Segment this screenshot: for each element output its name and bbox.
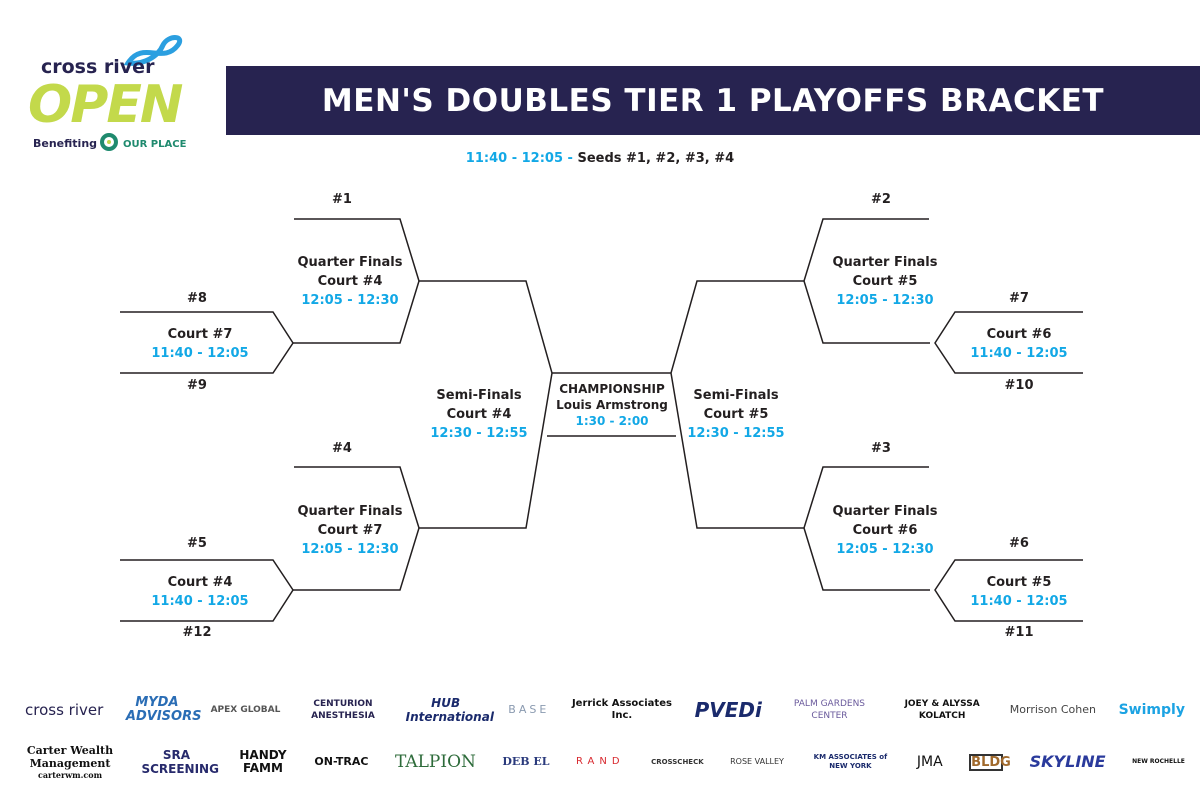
sponsor-logo: PVEDi	[694, 698, 762, 722]
seed-5: #5	[187, 536, 207, 551]
subtitle-time: 11:40 - 12:05 -	[465, 151, 573, 166]
event-logo: cross river OPEN Benefiting OUR PLACE	[28, 35, 188, 155]
seed-7: #7	[1009, 291, 1029, 306]
sponsor-logo: ON-TRAC	[314, 755, 369, 768]
sponsor-logo: CENTURION ANESTHESIA	[311, 699, 375, 721]
logo-charity: OUR PLACE	[123, 139, 187, 150]
seed-4: #4	[332, 441, 352, 456]
sponsor-row-2: Carter Wealth Management carterwm.com SR…	[25, 738, 1185, 786]
sponsor-logo: JOEY & ALYSSA KOLATCH	[904, 699, 980, 721]
logo-benefiting: Benefiting	[33, 137, 98, 150]
sponsor-logo: Swimply	[1118, 702, 1185, 718]
sponsor-logo: HUB International	[405, 696, 494, 724]
sponsor-logo: DEB EL	[502, 755, 550, 768]
sponsor-logo: RAND	[576, 756, 625, 767]
sponsor-logo: CROSSCHECK	[651, 758, 704, 766]
page-title: MEN'S DOUBLES TIER 1 PLAYOFFS BRACKET	[226, 66, 1200, 135]
seed-8: #8	[187, 291, 207, 306]
sponsor-logo: BLDG	[969, 753, 1011, 771]
sponsor-row-1: cross river MYDA ADVISORS APEX GLOBAL CE…	[25, 690, 1185, 730]
logo-event: OPEN	[28, 75, 183, 135]
seed-12: #12	[182, 625, 212, 640]
seed-9: #9	[187, 378, 207, 393]
our-place-icon	[100, 133, 118, 151]
subtitle: 11:40 - 12:05 - Seeds #1, #2, #3, #4	[0, 151, 1200, 166]
sponsor-carter: Carter Wealth Management carterwm.com	[25, 744, 115, 780]
sponsor-logo: carterwm.com	[37, 770, 103, 780]
infinity-swoosh-icon	[123, 35, 183, 66]
sponsor-logo: Jerrick Associates Inc.	[571, 698, 672, 721]
sponsor-logo: Morrison Cohen	[1009, 703, 1096, 716]
right-bracket	[670, 218, 1083, 622]
subtitle-text: Seeds #1, #2, #3, #4	[577, 151, 735, 166]
sponsor-logo: NEW ROCHELLE	[1132, 758, 1185, 765]
logo-brand: cross river	[41, 56, 155, 78]
sponsor-logo: SRA SCREENING	[141, 748, 219, 776]
sponsor-logo: APEX GLOBAL	[210, 705, 281, 715]
sponsor-logo: SKYLINE	[1029, 752, 1106, 771]
seed-3: #3	[871, 441, 891, 456]
sponsor-logo: ROSE VALLEY	[730, 757, 784, 766]
seed-11: #11	[1004, 625, 1034, 640]
sponsor-logo: TALPION	[394, 751, 476, 772]
seed-10: #10	[1004, 378, 1034, 393]
sponsor-logo: KM ASSOCIATES of NEW YORK	[813, 753, 888, 770]
sponsor-logo: BASE	[508, 703, 550, 716]
seed-6: #6	[1009, 536, 1029, 551]
seed-2: #2	[871, 192, 891, 207]
sponsor-logo: Carter Wealth Management	[26, 744, 114, 770]
seed-1: #1	[332, 192, 352, 207]
sponsor-logo: cross river	[25, 700, 104, 719]
sponsor-logo: PALM GARDENS CENTER	[793, 699, 866, 721]
sponsor-logo: HANDY FAMM	[239, 748, 287, 775]
sponsor-logo: JMA	[916, 754, 943, 770]
sponsor-logo: MYDA ADVISORS	[125, 695, 202, 724]
